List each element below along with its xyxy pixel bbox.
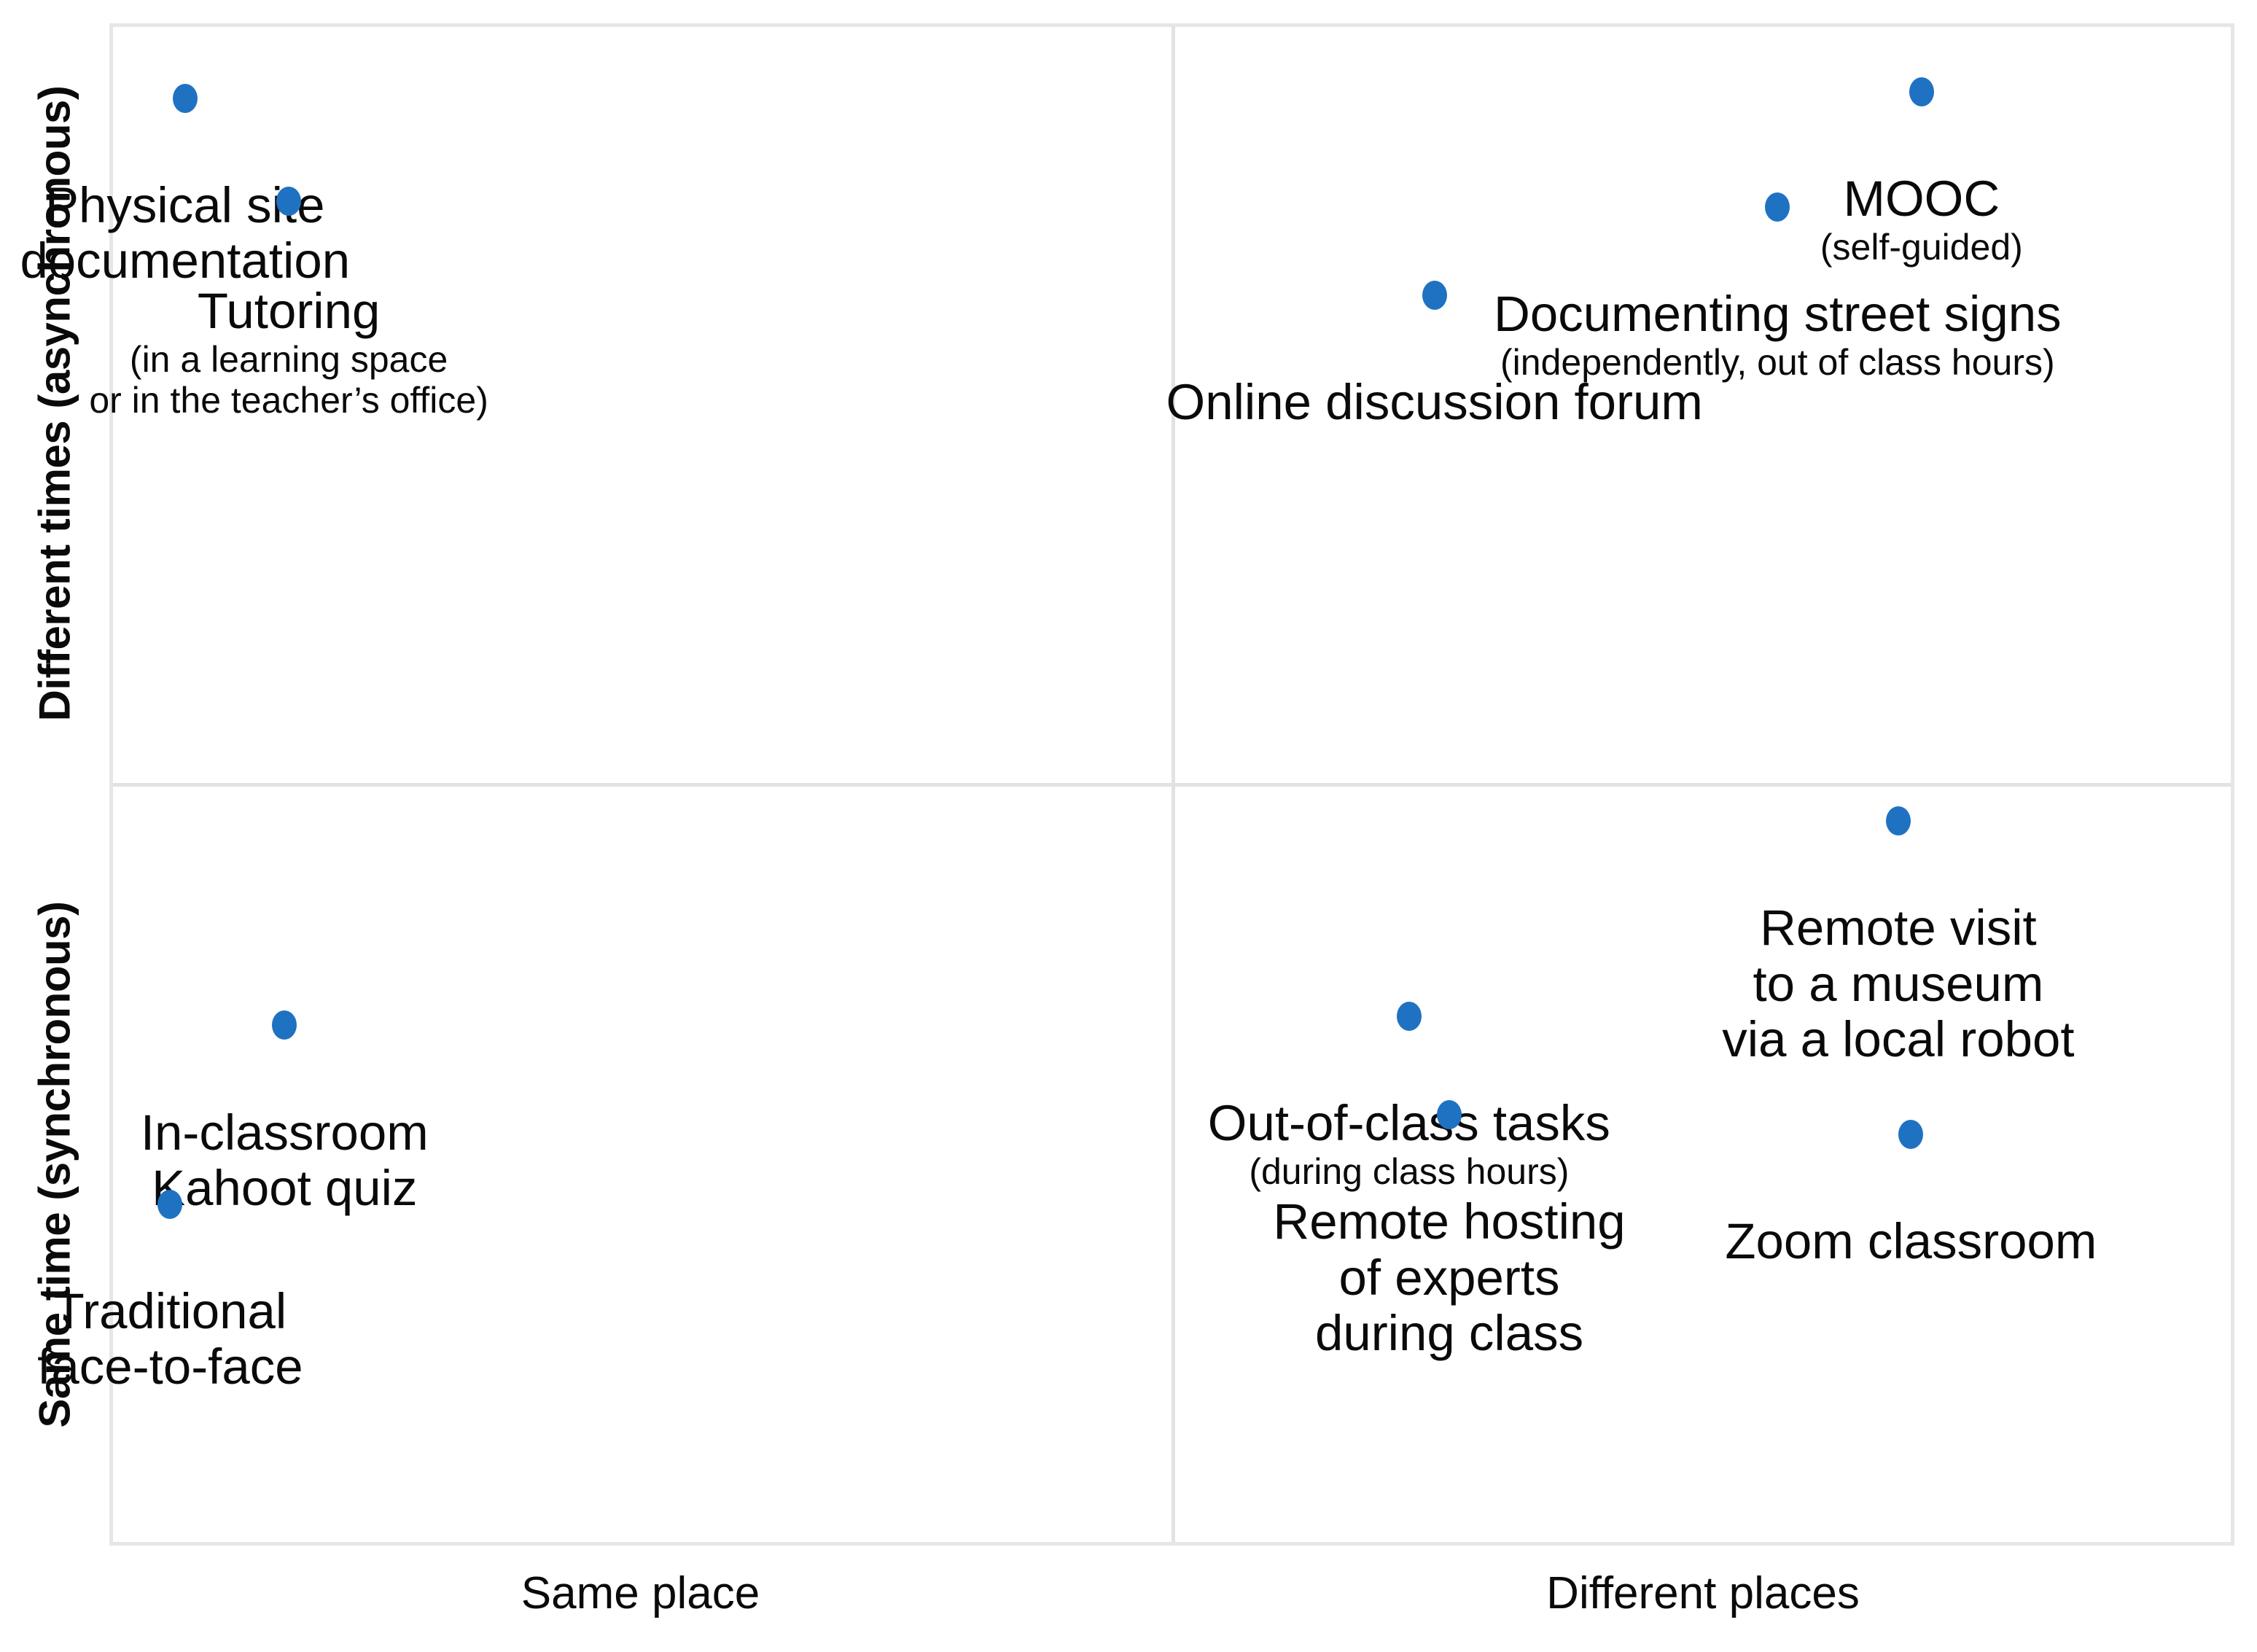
- data-point: [1437, 1100, 1462, 1129]
- data-point: [157, 1189, 183, 1219]
- horizontal-divider: [113, 783, 2231, 787]
- data-point-label-line: In-classroom: [140, 1104, 429, 1161]
- data-point-label-line: Zoom classroom: [1725, 1213, 2097, 1270]
- data-point-label-line: Traditional: [53, 1282, 287, 1339]
- data-point-label-line: Documenting street signs: [1494, 286, 2062, 343]
- data-point-sublabel-line: (self-guided): [1820, 227, 2023, 268]
- data-point-label: Documenting street signs(independently, …: [1494, 287, 2062, 383]
- data-point: [1898, 1120, 1924, 1150]
- x-axis-label-same-place: Same place: [109, 1554, 1172, 1652]
- data-point-label-line: Out-of-class tasks: [1207, 1095, 1610, 1152]
- data-point-label-line: Kahoot quiz: [152, 1160, 418, 1217]
- data-point-label: Zoom classroom: [1725, 1215, 2097, 1269]
- data-point: [1765, 192, 1790, 222]
- data-point-label-line: documentation: [20, 233, 351, 289]
- data-point-label: Online discussion forum: [1166, 375, 1703, 430]
- data-point-label-line: Remote visit: [1760, 900, 2037, 956]
- data-point: [1422, 280, 1447, 310]
- data-point-label-line: to a museum: [1753, 955, 2044, 1012]
- data-point: [272, 1010, 297, 1040]
- data-point-sublabel-line: (in a learning space: [129, 338, 448, 380]
- data-point-label-line: Tutoring: [197, 283, 381, 340]
- data-point-sublabel-line: (independently, out of class hours): [1500, 341, 2055, 383]
- data-point-sublabel-line: (during class hours): [1249, 1150, 1570, 1192]
- data-point-label: Out-of-class tasks(during class hours): [1208, 1096, 1610, 1192]
- data-point: [1885, 806, 1911, 835]
- y-axis-label-same-time: Same time (synchronous): [0, 783, 109, 1546]
- data-point-label: MOOC(self-guided): [1820, 172, 2023, 268]
- data-point-sublabel-line: or in the teacher’s office): [89, 379, 488, 421]
- data-point-label-line: Remote hosting: [1273, 1193, 1626, 1250]
- data-point-label-line: of experts: [1338, 1249, 1560, 1306]
- data-point: [276, 186, 302, 216]
- data-point-label-line: MOOC: [1843, 171, 2000, 227]
- data-point-label-line: via a local robot: [1722, 1011, 2075, 1068]
- data-point: [1396, 1001, 1422, 1031]
- data-point: [1909, 77, 1934, 107]
- x-axis-label-different-places: Different places: [1172, 1554, 2234, 1652]
- x-axis-label-same-place-text: Same place: [521, 1568, 760, 1618]
- data-point-label-line: during class: [1314, 1305, 1584, 1362]
- data-point-label-line: face-to-face: [37, 1339, 303, 1395]
- data-point-label-line: Online discussion forum: [1166, 373, 1703, 430]
- data-point: [172, 83, 198, 113]
- x-axis-label-different-places-text: Different places: [1546, 1568, 1860, 1618]
